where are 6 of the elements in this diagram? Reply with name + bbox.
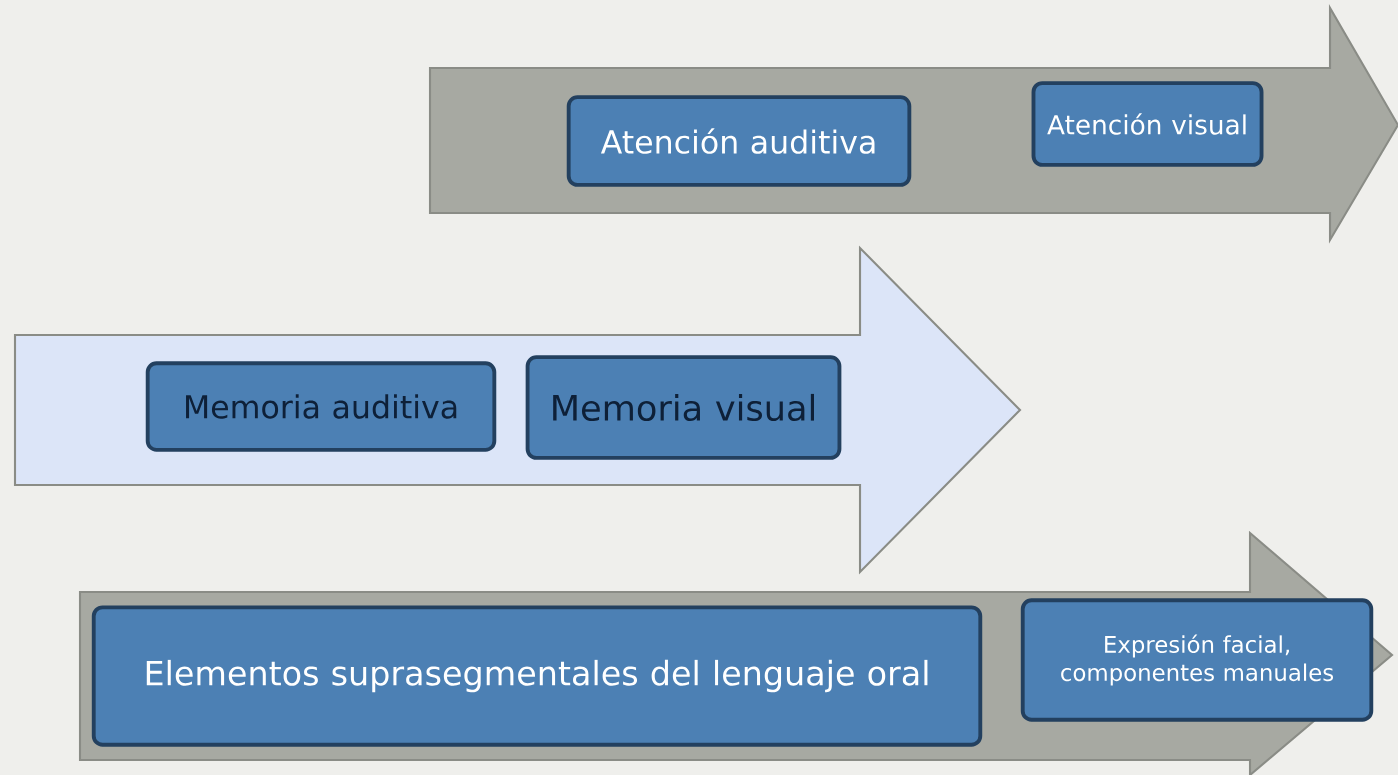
label-box: Memoria visual [525, 355, 842, 460]
label-box: Atención visual [1031, 81, 1264, 167]
label-box: Memoria auditiva [145, 361, 497, 452]
label-box: Atención auditiva [566, 95, 912, 187]
label-box: Expresión facial, componentes manuales [1020, 598, 1374, 722]
label-box: Elementos suprasegmentales del lenguaje oral [91, 605, 983, 747]
